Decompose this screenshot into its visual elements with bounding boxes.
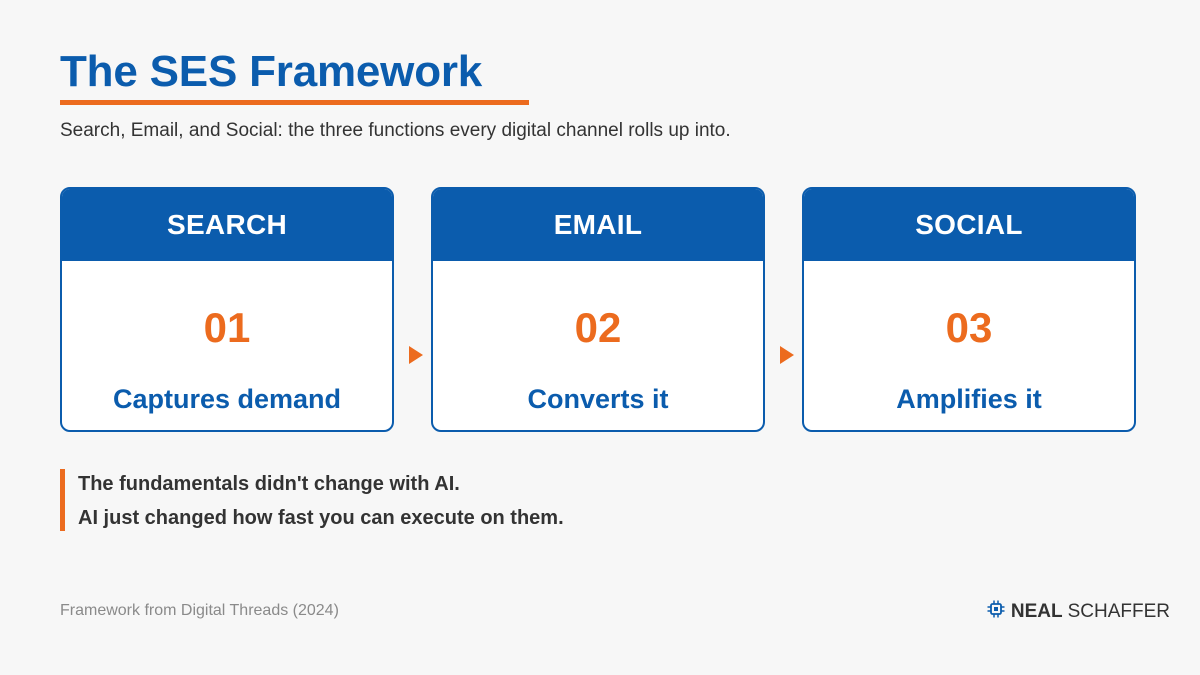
card-number-email: 02	[574, 304, 622, 351]
card-description-search: Captures demand	[112, 384, 342, 414]
brand-name-last: SCHAFFER	[1067, 601, 1170, 622]
quote-accent-bar	[60, 469, 65, 531]
card-number-search: 01	[203, 304, 251, 351]
arrow-right-icon	[409, 346, 423, 364]
quote-line-1: The fundamentals didn't change with AI.	[78, 473, 460, 495]
card-social: SOCIAL 03 Amplifies it	[802, 187, 1136, 432]
card-search: SEARCH 01 Captures demand	[60, 187, 394, 432]
card-description-email: Converts it	[527, 384, 669, 414]
card-header-social: SOCIAL	[804, 189, 1134, 261]
footer-source: Framework from Digital Threads (2024)	[60, 602, 339, 619]
brand-logo: NEAL SCHAFFER	[987, 600, 1170, 624]
page-subtitle: Search, Email, and Social: the three fun…	[60, 120, 731, 141]
arrow-right-icon	[780, 346, 794, 364]
chip-icon	[987, 600, 1005, 624]
card-description-social: Amplifies it	[896, 384, 1042, 414]
page-title: The SES Framework	[60, 47, 483, 96]
quote-line-2: AI just changed how fast you can execute…	[78, 507, 564, 529]
title-underline	[60, 100, 529, 105]
card-header-email: EMAIL	[433, 189, 763, 261]
card-header-search: SEARCH	[62, 189, 392, 261]
brand-name-first: NEAL	[1010, 601, 1063, 622]
card-email: EMAIL 02 Converts it	[431, 187, 765, 432]
card-number-social: 03	[945, 304, 993, 351]
